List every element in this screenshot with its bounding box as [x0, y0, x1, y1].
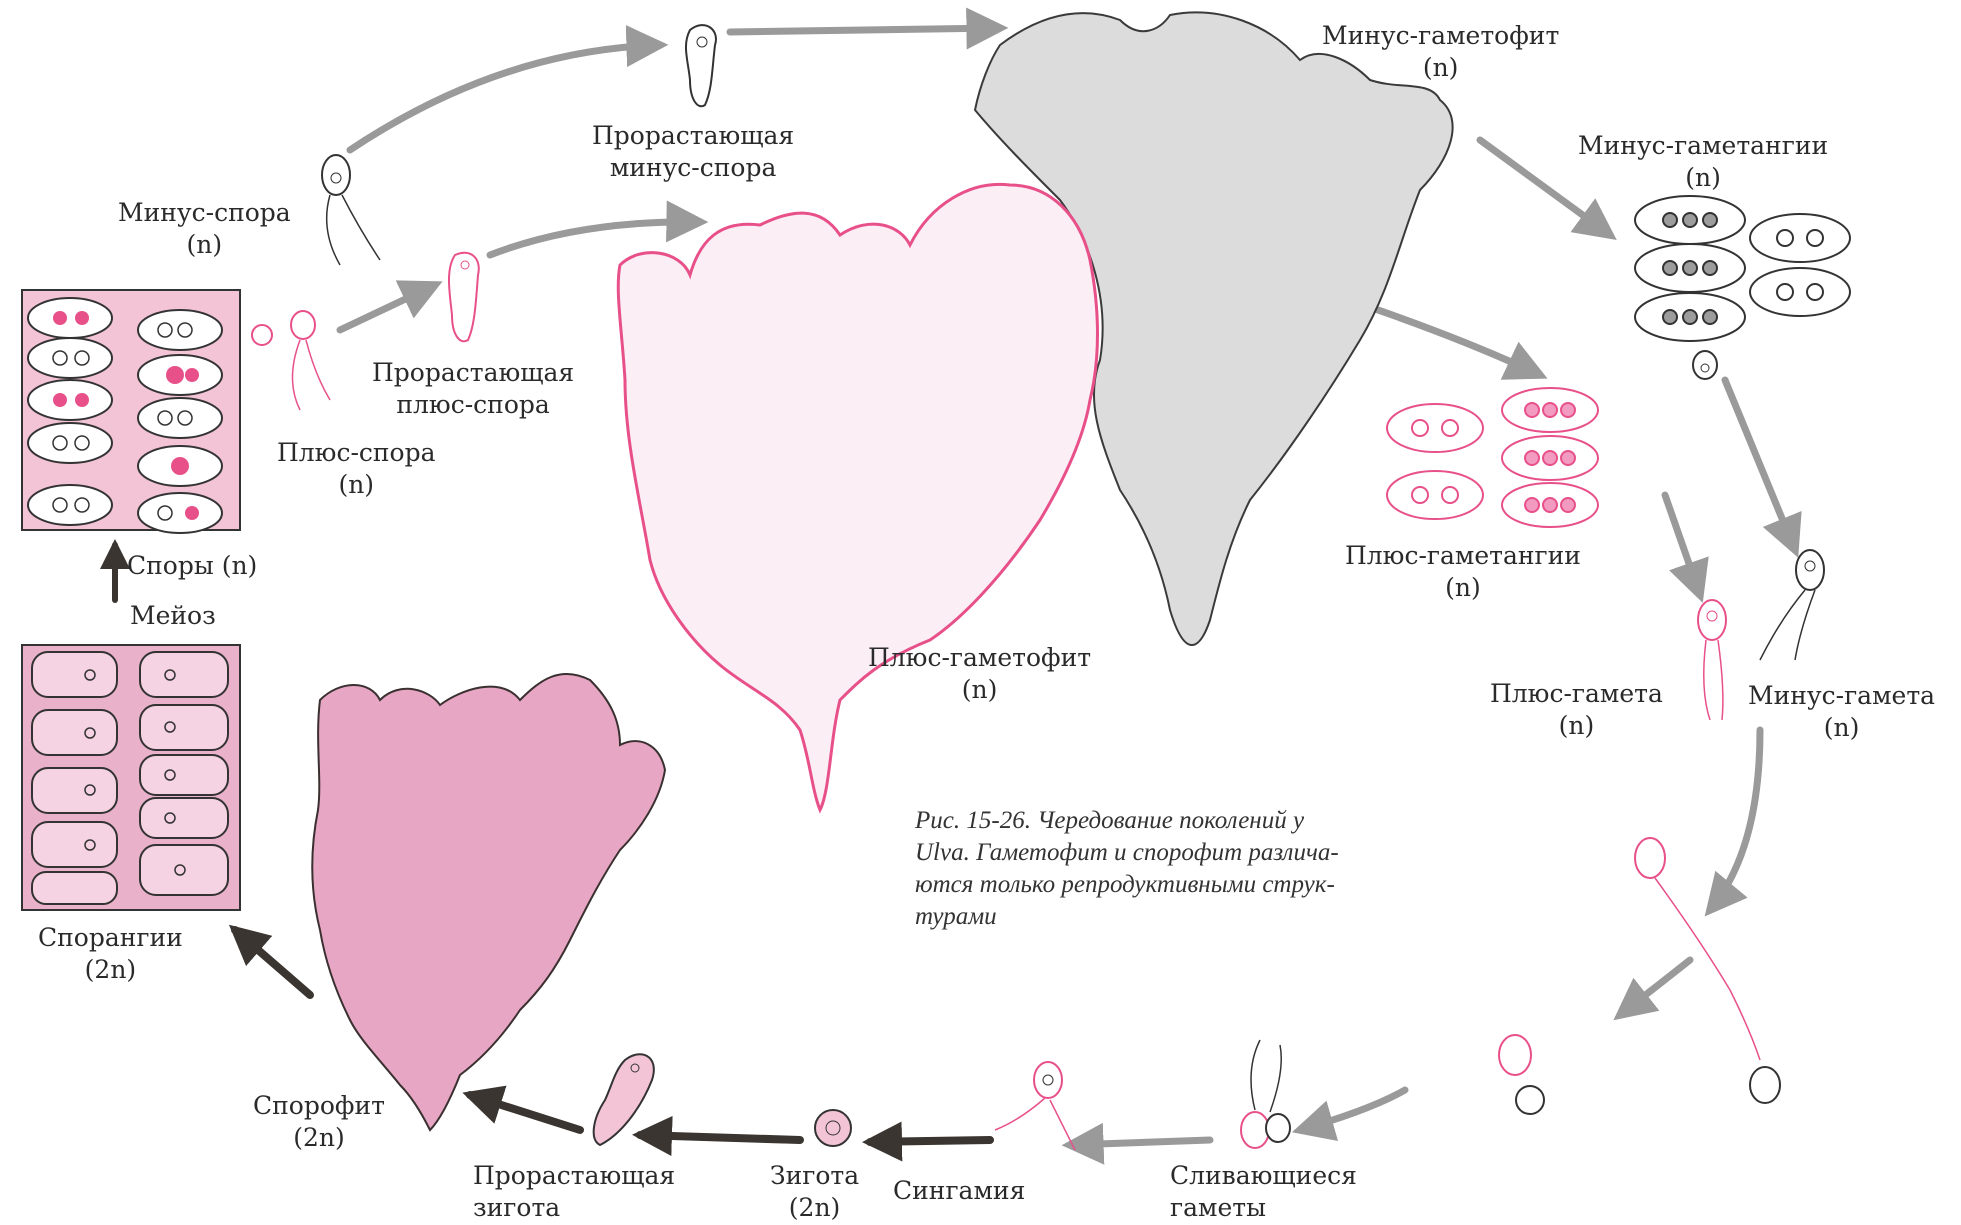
label-fusing-gametes-line2: гаметы — [1170, 1192, 1357, 1224]
label-minus-gametangia: Минус-гаметангии (n) — [1578, 130, 1828, 194]
minus-gametangia-panel — [1635, 196, 1850, 341]
fusing-gametes-cells — [1241, 1040, 1290, 1148]
label-fusing-gametes: Сливающиеся гаметы — [1170, 1160, 1357, 1224]
label-plus-gamete: Плюс-гамета (n) — [1490, 678, 1663, 742]
label-zygote: Зигота (2n) — [770, 1160, 859, 1224]
label-germinating-zygote-line2: зигота — [473, 1192, 675, 1224]
minus-gamete-released — [1693, 351, 1717, 379]
label-germinating-minus-spore-line2: минус-спора — [592, 152, 794, 184]
minus-gamete-cell — [1760, 550, 1824, 660]
label-minus-gamete: Минус-гамета (n) — [1748, 680, 1935, 744]
germinating-minus-spore-cell — [686, 25, 716, 106]
germinating-plus-spore-cell — [449, 253, 479, 342]
arrow-plus-spore-to-germ — [340, 285, 435, 330]
label-plus-spore-ploidy: (n) — [277, 469, 436, 501]
label-zygote-name: Зигота — [770, 1160, 859, 1192]
label-germinating-minus-spore-line1: Прорастающая — [592, 120, 794, 152]
mating-gametes-cells — [1499, 838, 1780, 1114]
label-sporophyte-ploidy: (2n) — [253, 1122, 385, 1154]
label-sporangia: Спорангии (2n) — [38, 922, 183, 986]
arrow-germ-zygote-to-sporophyte — [470, 1095, 580, 1130]
label-germinating-minus-spore: Прорастающая минус-спора — [592, 120, 794, 184]
label-plus-gamete-ploidy: (n) — [1490, 710, 1663, 742]
label-sporangia-ploidy: (2n) — [38, 954, 183, 986]
label-plus-gametophyte-ploidy: (n) — [868, 674, 1091, 706]
label-minus-gamete-name: Минус-гамета — [1748, 680, 1935, 712]
arrow-to-fusing — [1620, 960, 1690, 1015]
label-plus-gametangia-name: Плюс-гаметангии — [1345, 540, 1581, 572]
label-meiosis: Мейоз — [130, 600, 216, 632]
label-germinating-zygote-line1: Прорастающая — [473, 1160, 675, 1192]
arrow-merged-to-syngamy — [1070, 1140, 1210, 1145]
label-spores-text: Споры (n) — [127, 550, 257, 582]
label-plus-gametophyte: Плюс-гаметофит (n) — [868, 642, 1091, 706]
plus-gametangia-panel — [1387, 388, 1598, 527]
label-spores: Споры (n) — [127, 550, 257, 582]
label-minus-spore-name: Минус-спора — [118, 197, 291, 229]
arrow-plus-gametangia-to-gamete — [1665, 495, 1700, 595]
minus-spore-cell — [322, 155, 380, 265]
label-sporangia-name: Спорангии — [38, 922, 183, 954]
label-plus-gametophyte-name: Плюс-гаметофит — [868, 642, 1091, 674]
label-germinating-plus-spore-line2: плюс-спора — [372, 389, 574, 421]
label-germinating-plus-spore-line1: Прорастающая — [372, 357, 574, 389]
figure-caption: Рис. 15-26. Чередование поколений у Ulva… — [915, 805, 1475, 933]
zygote-cell — [815, 1110, 851, 1146]
sporangia-panel — [22, 645, 240, 910]
arrow-zygote-to-germ-zygote — [640, 1135, 800, 1140]
label-minus-spore: Минус-спора (n) — [118, 197, 291, 261]
label-minus-gametangia-ploidy: (n) — [1578, 162, 1828, 194]
label-plus-spore: Плюс-спора (n) — [277, 437, 436, 501]
arrow-germ-minus-to-gametophyte — [730, 28, 1000, 32]
arrow-fusing-to-merged — [1300, 1090, 1405, 1130]
label-minus-gametophyte-ploidy: (n) — [1322, 52, 1559, 84]
label-plus-gamete-name: Плюс-гамета — [1490, 678, 1663, 710]
label-syngamy: Сингамия — [893, 1175, 1025, 1207]
label-sporophyte-name: Спорофит — [253, 1090, 385, 1122]
label-syngamy-text: Сингамия — [893, 1175, 1025, 1207]
label-sporophyte: Спорофит (2n) — [253, 1090, 385, 1154]
label-minus-gametophyte: Минус-гаметофит (n) — [1322, 20, 1559, 84]
spore-sporangium-panel — [22, 290, 240, 533]
label-plus-spore-name: Плюс-спора — [277, 437, 436, 469]
label-minus-gametangia-name: Минус-гаметангии — [1578, 130, 1828, 162]
syngamy-cell — [995, 1062, 1075, 1150]
label-germinating-zygote: Прорастающая зигота — [473, 1160, 675, 1224]
label-minus-spore-ploidy: (n) — [118, 229, 291, 261]
label-plus-gametangia: Плюс-гаметангии (n) — [1345, 540, 1581, 604]
arrow-syngamy-to-zygote — [870, 1140, 990, 1142]
label-germinating-plus-spore: Прорастающая плюс-спора — [372, 357, 574, 421]
label-plus-gametangia-ploidy: (n) — [1345, 572, 1581, 604]
plus-gamete-cell — [1698, 600, 1726, 720]
sporophyte-thallus — [312, 674, 665, 1130]
plus-gametophyte-thallus — [618, 184, 1097, 810]
label-zygote-ploidy: (2n) — [770, 1192, 859, 1224]
label-minus-gametophyte-name: Минус-гаметофит — [1322, 20, 1559, 52]
label-meiosis-text: Мейоз — [130, 600, 216, 632]
plus-spore-cell — [252, 311, 330, 410]
arrow-gametes-down — [1710, 730, 1760, 910]
label-fusing-gametes-line1: Сливающиеся — [1170, 1160, 1357, 1192]
arrow-germ-plus-to-gametophyte — [490, 222, 700, 255]
arrow-minus-gametangia-to-gamete — [1725, 380, 1795, 550]
label-minus-gamete-ploidy: (n) — [1748, 712, 1935, 744]
arrow-sporophyte-to-sporangia — [235, 930, 310, 995]
